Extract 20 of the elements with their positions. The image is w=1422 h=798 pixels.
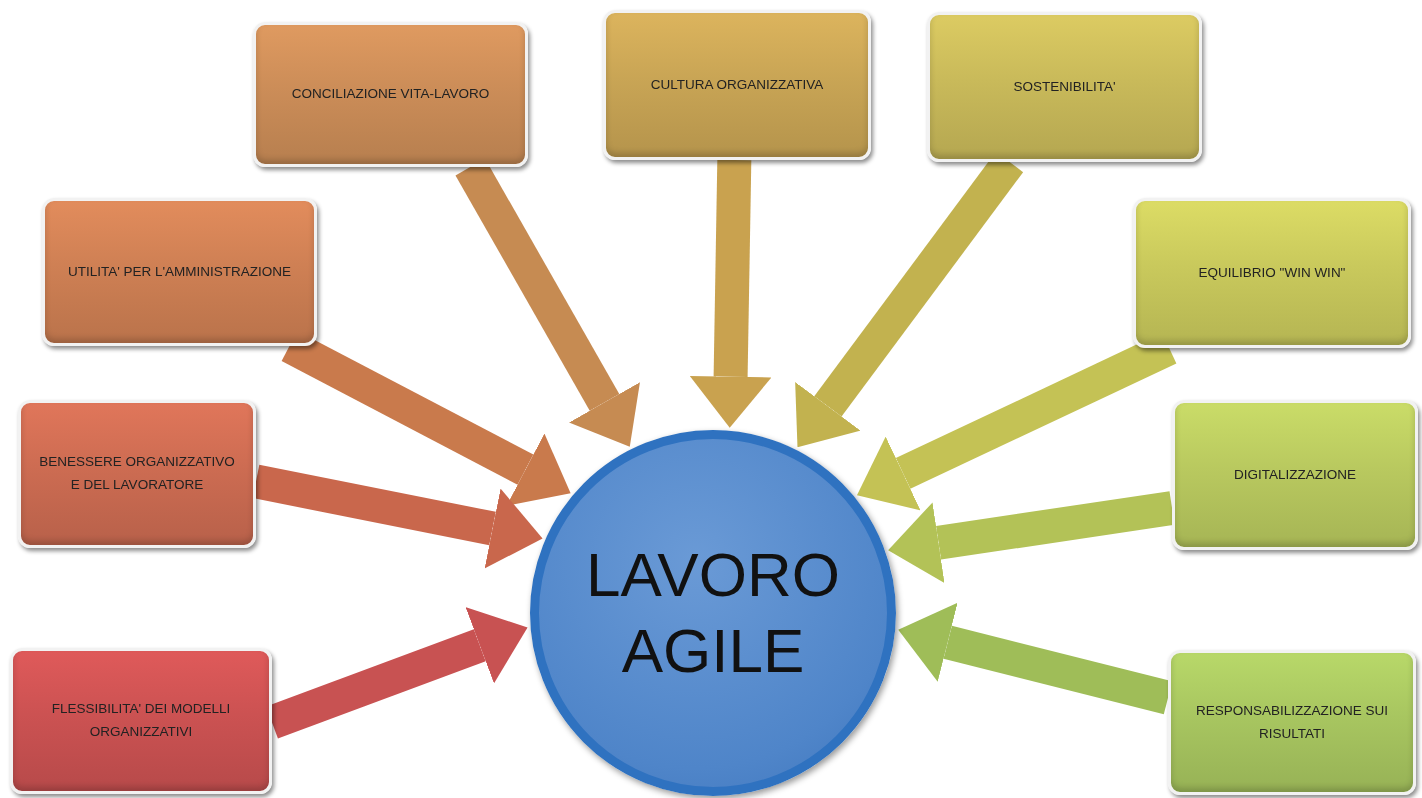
topic-box	[1133, 198, 1411, 348]
node-label: UTILITA' PER L'AMMINISTRAZIONE	[66, 262, 293, 281]
node-label: RESPONSABILIZZAZIONE SUI RISULTATI	[1194, 701, 1389, 743]
topic-box	[603, 10, 871, 160]
node-label: LAVORO AGILE	[585, 539, 841, 687]
topic-box	[10, 648, 272, 794]
node-label: CULTURA ORGANIZZATIVA	[649, 75, 825, 94]
topic-box	[927, 12, 1202, 162]
node-label: BENESSERE ORGANIZZATIVO E DEL LAVORATORE	[38, 453, 236, 494]
topic-box	[253, 22, 528, 167]
block-arrow	[689, 159, 772, 428]
node-label: FLESSIBILITA' DEI MODELLI ORGANIZZATIVI	[50, 700, 232, 741]
topic-box	[1168, 650, 1416, 795]
topic-box	[1172, 400, 1418, 550]
node-label: DIGITALIZZAZIONE	[1233, 465, 1357, 484]
topic-box	[18, 400, 256, 548]
node-label: SOSTENIBILITA'	[1012, 77, 1117, 96]
topic-box	[42, 198, 317, 346]
node-label: EQUILIBRIO "WIN WIN"	[1197, 263, 1347, 282]
node-label: CONCILIAZIONE VITA-LAVORO	[290, 85, 491, 104]
